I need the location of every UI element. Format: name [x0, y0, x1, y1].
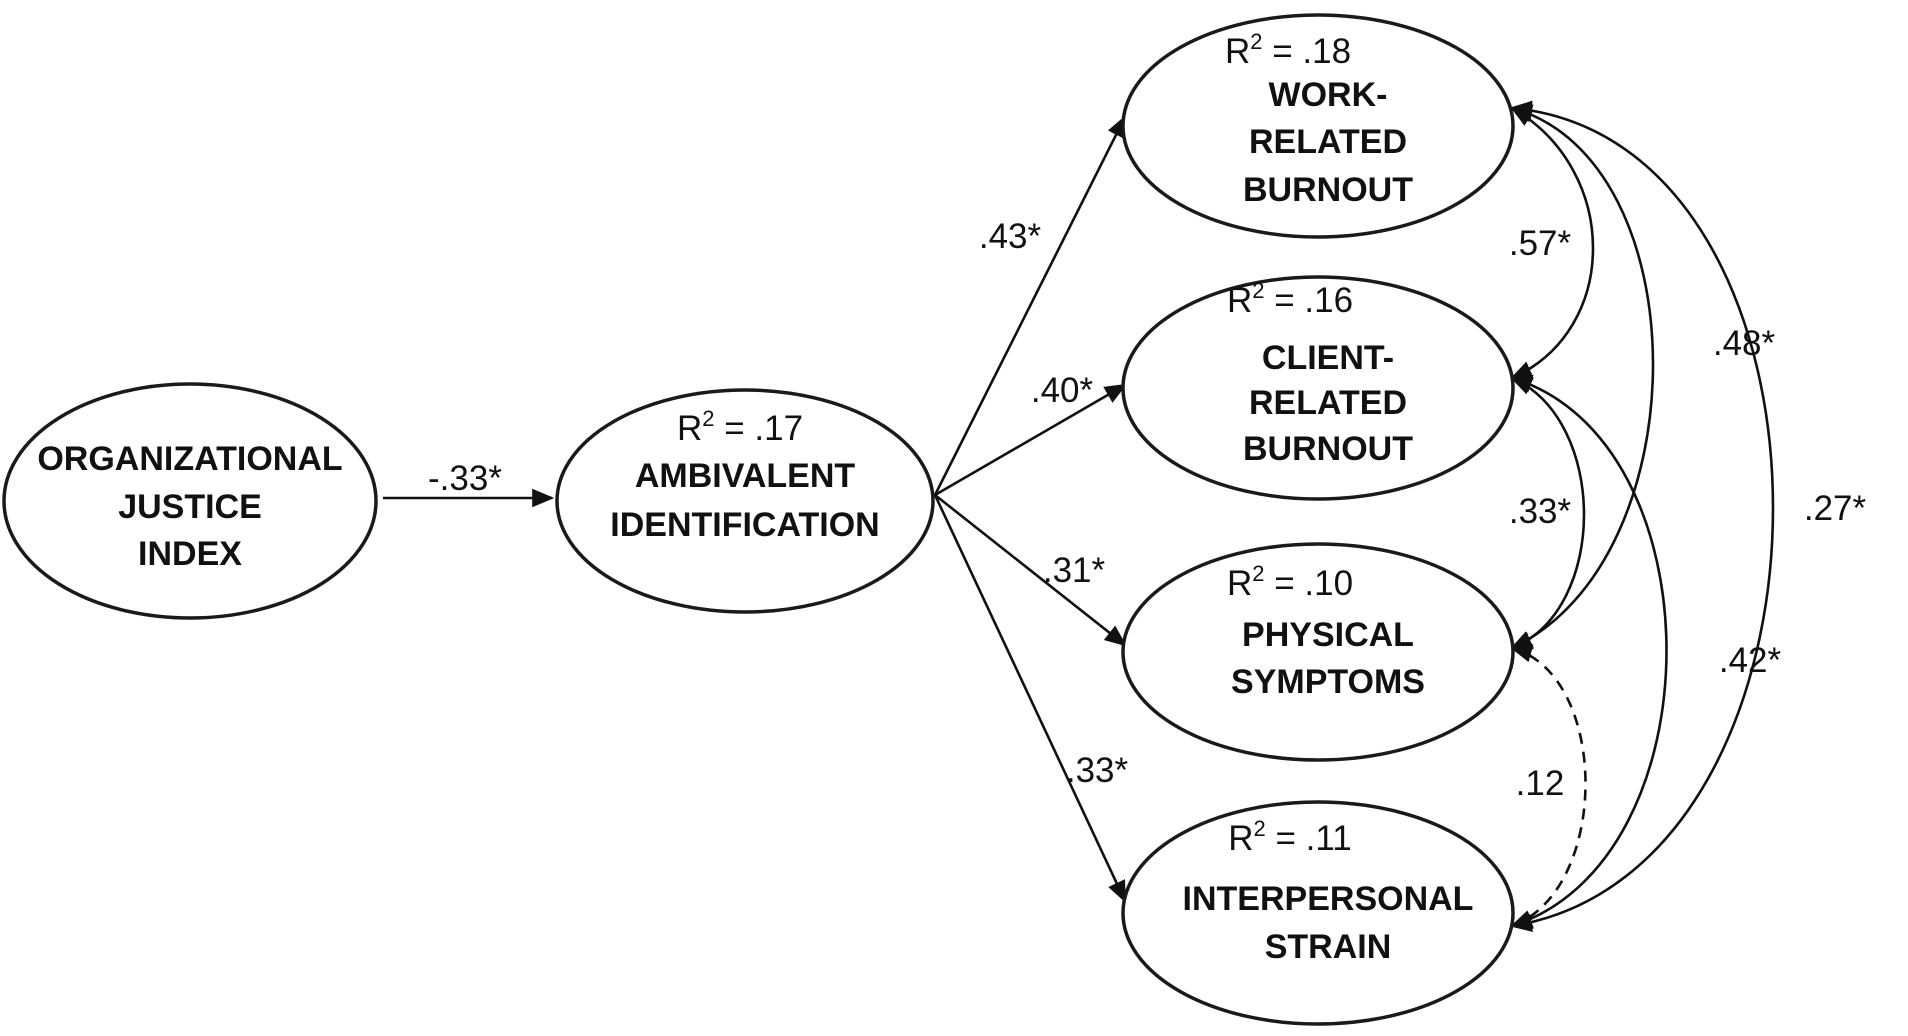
- r-squared-work: R2 = .18: [1225, 29, 1351, 71]
- node-ellipse-work: [1121, 13, 1515, 239]
- correlation-curve-work-phys: [1509, 104, 1655, 650]
- path-arrow-amb-inter: [933, 494, 1127, 903]
- node-label-line-org: JUSTICE: [118, 488, 262, 526]
- node-label-line-amb: IDENTIFICATION: [610, 506, 879, 544]
- correlation-coefficient-phys-inter: .12: [1516, 764, 1565, 803]
- path-arrow-amb-phys: [934, 493, 1127, 647]
- node-ellipse-client: [1121, 275, 1515, 501]
- node-label-line-work: WORK-: [1269, 76, 1388, 114]
- r-squared-inter: R2 = .11: [1228, 816, 1351, 858]
- path-coefficient-amb-inter: .33*: [1066, 751, 1129, 790]
- node-ellipse-phys: [1121, 542, 1515, 762]
- node-ellipse-amb: [555, 388, 935, 614]
- node-ellipse-org: [2, 382, 378, 620]
- node-org: ORGANIZATIONAL JUSTICE INDEX: [2, 382, 378, 620]
- node-label-line-org: ORGANIZATIONAL: [37, 440, 342, 478]
- correlation-coefficient-work-phys: .48*: [1713, 324, 1776, 363]
- node-label-line-amb: AMBIVALENT: [635, 457, 856, 495]
- node-label-line-client: BURNOUT: [1243, 430, 1413, 468]
- node-label-line-work: RELATED: [1249, 123, 1407, 161]
- correlation-coefficient-work-inter: .27*: [1804, 489, 1867, 528]
- node-label-line-work: BURNOUT: [1243, 171, 1413, 209]
- path-coefficient-org-amb: -.33*: [428, 459, 502, 498]
- correlation-curve-work-inter: [1509, 100, 1775, 932]
- path-arrow-amb-client: [934, 383, 1127, 497]
- path-arrow-amb-work: [933, 115, 1127, 496]
- node-label-line-inter: INTERPERSONAL: [1183, 880, 1474, 918]
- correlation-curve-work-client: [1509, 106, 1595, 380]
- node-label-line-client: RELATED: [1249, 384, 1407, 422]
- r-squared-phys: R2 = .10: [1227, 561, 1353, 603]
- correlation-coefficient-work-client: .57*: [1509, 224, 1572, 263]
- node-label-line-inter: STRAIN: [1265, 928, 1392, 966]
- correlation-coefficient-client-phys: .33*: [1509, 492, 1572, 531]
- node-label-line-client: CLIENT-: [1262, 339, 1394, 377]
- correlation-curve-client-phys: [1509, 376, 1586, 650]
- correlation-curve-phys-inter: [1509, 644, 1587, 928]
- path-coefficient-amb-work: .43*: [979, 217, 1042, 256]
- r-squared-client: R2 = .16: [1227, 278, 1353, 320]
- correlation-coefficient-client-inter: .42*: [1719, 641, 1782, 680]
- node-label-line-org: INDEX: [138, 535, 242, 573]
- node-label-line-phys: SYMPTOMS: [1231, 663, 1425, 701]
- path-coefficient-amb-client: .40*: [1031, 371, 1094, 410]
- r-squared-amb: R2 = .17: [677, 406, 803, 448]
- node-ellipse-inter: [1121, 800, 1515, 1026]
- correlation-curve-client-inter: [1509, 374, 1668, 929]
- path-coefficient-amb-phys: .31*: [1043, 551, 1106, 590]
- node-label-line-phys: PHYSICAL: [1242, 616, 1414, 654]
